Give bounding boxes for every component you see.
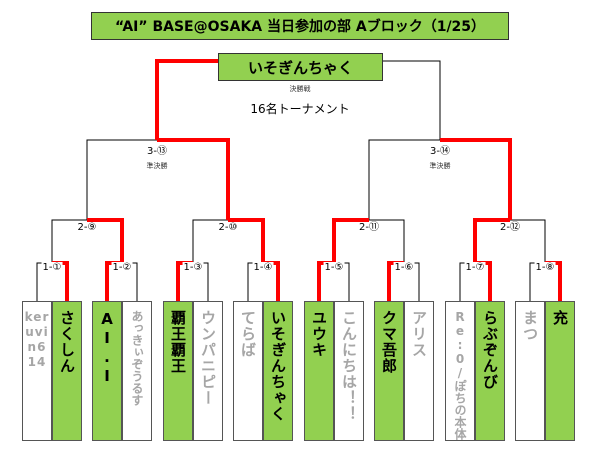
bracket-line	[156, 60, 218, 140]
win-line	[87, 218, 124, 263]
player-name: こんにちは！！	[340, 310, 358, 422]
player-name: アリス	[410, 310, 428, 358]
player-name: 覇王覇王	[169, 310, 187, 374]
player-name: あっきぃぞうるす	[130, 310, 144, 406]
player-box: あっきぃぞうるす	[122, 301, 152, 441]
player-name: いそぎんちゃく	[269, 310, 287, 422]
player-name: keruvin614	[24, 310, 50, 369]
player-box: ユウキ	[304, 301, 334, 441]
match-label-q11: 2-⑪	[358, 222, 380, 234]
player-box: アリス	[404, 301, 434, 441]
win-line	[155, 59, 218, 140]
win-line	[228, 218, 265, 263]
match-label-s14: 3-⑭	[429, 146, 451, 158]
player-name: らぶぞんび	[481, 310, 499, 390]
win-line	[473, 218, 510, 263]
match-label-m5: 1-⑤	[323, 262, 345, 274]
match-label-m8: 1-⑧	[534, 262, 556, 274]
match-label-m2: 1-②	[111, 262, 133, 274]
player-name: AI.I	[98, 310, 116, 386]
player-name: ウンパニピー	[199, 310, 217, 406]
player-box: らぶぞんび	[475, 301, 505, 441]
player-name: まつ	[521, 310, 539, 342]
player-name: 充	[551, 310, 569, 326]
champion-box: いそぎんちゃく	[218, 53, 383, 81]
player-box: クマ吾郎	[374, 301, 404, 441]
match-label-q10: 2-⑩	[217, 222, 239, 234]
player-box: まつ	[515, 301, 545, 441]
player-box: こんにちは！！	[334, 301, 364, 441]
semi-label-left: 準決勝	[146, 162, 168, 170]
win-line	[332, 218, 369, 263]
player-box: AI.I	[92, 301, 122, 441]
player-box: いそぎんちゃく	[263, 301, 293, 441]
win-line	[440, 138, 512, 220]
final-label: 決勝戦	[289, 85, 311, 93]
match-label-m3: 1-③	[182, 262, 204, 274]
player-name: Re:0/ぽちの本体	[453, 310, 467, 440]
bracket-line	[383, 60, 441, 140]
player-box: keruvin614	[22, 301, 52, 441]
match-label-m4: 1-④	[252, 262, 274, 274]
page-title: “AI” BASE@OSAKA 当日参加の部 Aブロック（1/25）	[91, 12, 509, 40]
win-line	[157, 138, 230, 220]
match-label-q12: 2-⑫	[499, 222, 521, 234]
match-label-m7: 1-⑦	[464, 262, 486, 274]
match-label-m1: 1-①	[41, 262, 63, 274]
player-box: さくしん	[52, 301, 82, 441]
player-box: ウンパニピー	[193, 301, 223, 441]
semi-label-right: 準決勝	[429, 162, 451, 170]
player-name: さくしん	[58, 310, 76, 374]
player-box: 覇王覇王	[163, 301, 193, 441]
player-name: クマ吾郎	[380, 310, 398, 374]
match-label-s13: 3-⑬	[146, 146, 168, 158]
player-name: ユウキ	[310, 310, 328, 358]
match-label-q9: 2-⑨	[76, 222, 98, 234]
player-box: Re:0/ぽちの本体	[445, 301, 475, 441]
player-box: 充	[545, 301, 575, 441]
match-label-m6: 1-⑥	[393, 262, 415, 274]
tournament-label: 16名トーナメント	[250, 102, 350, 116]
player-name: てらば	[239, 310, 257, 358]
player-box: てらば	[233, 301, 263, 441]
